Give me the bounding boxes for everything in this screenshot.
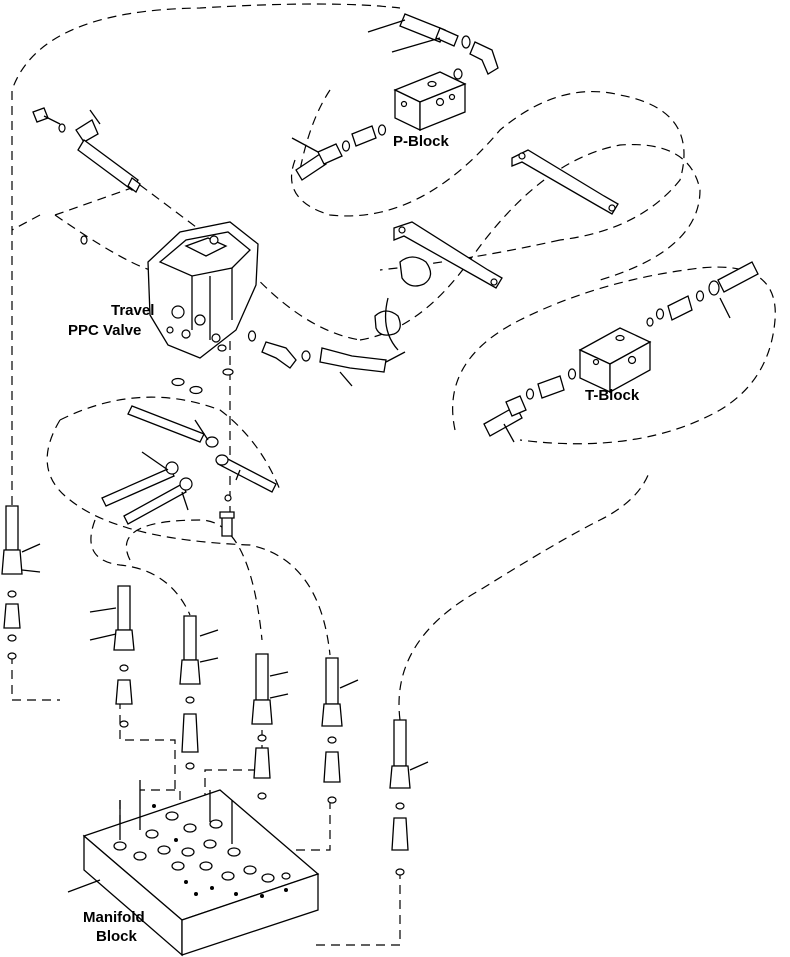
travel-ppc-label-line1: Travel — [111, 302, 154, 319]
upper-left-tube — [32, 107, 141, 193]
manifold-port-lines — [119, 780, 233, 844]
bracket-lower — [393, 221, 503, 289]
middle-hoses — [101, 405, 277, 537]
vertical-hose-6 — [389, 719, 429, 876]
t-block-fittings-lower — [483, 368, 577, 443]
p-block: P-Block — [393, 71, 467, 150]
vertical-hose-1 — [1, 505, 41, 660]
t-block-label: T-Block — [585, 387, 640, 404]
hose-clamps — [374, 256, 432, 351]
vertical-hose-4 — [251, 653, 289, 800]
p-block-label: P-Block — [393, 133, 450, 150]
p-block-fittings — [291, 124, 387, 181]
ppc-valve-fittings — [247, 330, 406, 387]
vertical-hose-3 — [179, 615, 219, 770]
manifold-label-line2: Block — [96, 928, 138, 945]
bracket-upper — [511, 149, 619, 215]
vertical-hose-5 — [321, 657, 359, 804]
t-block-fittings-upper — [646, 261, 759, 327]
manifold-block: Manifold Block — [67, 789, 320, 957]
travel-ppc-label-line2: PPC Valve — [68, 322, 141, 339]
vertical-hose-2 — [89, 585, 135, 728]
top-hose-assembly — [367, 13, 499, 80]
travel-ppc-valve: Travel PPC Valve — [68, 221, 259, 395]
manifold-label-line1: Manifold — [83, 909, 145, 926]
t-block: T-Block — [578, 327, 652, 404]
